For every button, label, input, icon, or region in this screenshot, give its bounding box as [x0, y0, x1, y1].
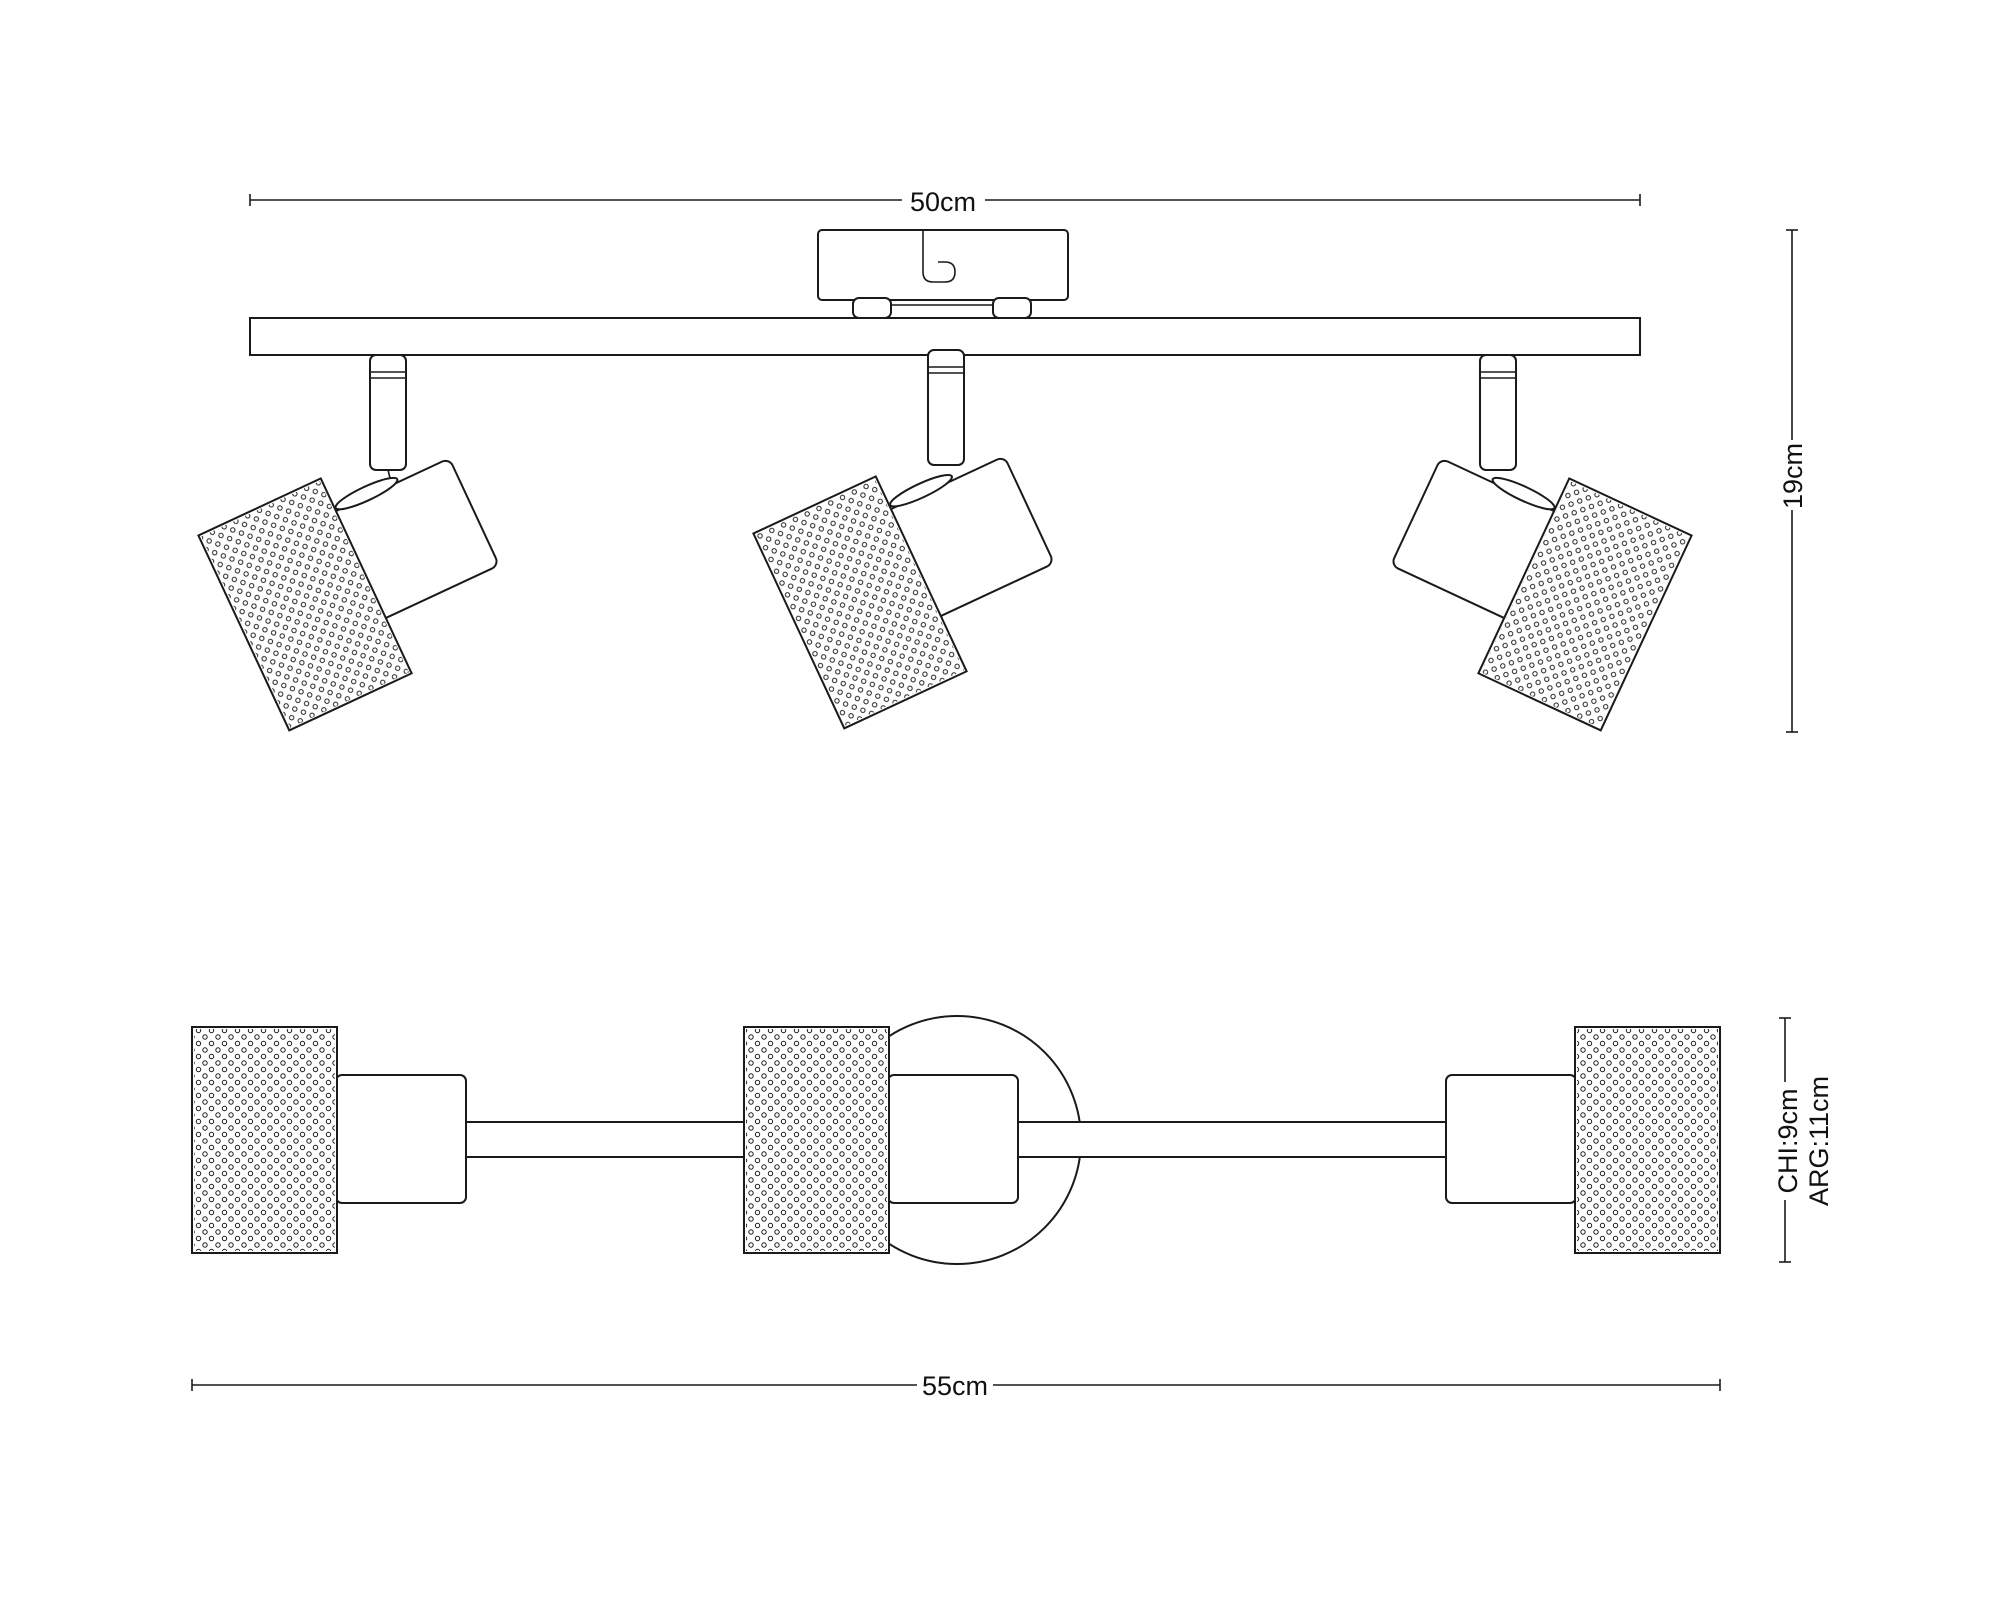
- dimension-label-bottom-width: 55cm: [922, 1371, 988, 1401]
- dimension-bottom-width: 55cm: [191, 1371, 1721, 1401]
- spotlight-right: [1392, 354, 1693, 732]
- ceiling-canopy: [817, 229, 1069, 319]
- dimension-top-width: 50cm: [249, 187, 1641, 217]
- plan-spotlight-right: [1445, 1026, 1721, 1254]
- front-view: 50cm: [197, 187, 1808, 733]
- dimension-label-top-width: 50cm: [910, 187, 976, 217]
- plan-spotlight-middle: [743, 1026, 1080, 1254]
- dimension-height: 19cm: [1778, 229, 1808, 733]
- dimension-label-canopy-depth: ARG:11cm: [1804, 1076, 1834, 1206]
- spotlight-middle: [752, 349, 1053, 730]
- dimension-label-height: 19cm: [1778, 443, 1808, 509]
- plan-view: CHI:9cm ARG:11cm 55cm: [191, 1015, 1834, 1401]
- dimension-label-canopy-diameter: CHI:9cm: [1773, 1088, 1803, 1193]
- spotlight-left: [197, 354, 498, 732]
- plan-spotlight-left: [191, 1026, 467, 1254]
- mounting-bar: [249, 317, 1641, 356]
- dimension-canopy: CHI:9cm ARG:11cm: [1773, 1017, 1834, 1263]
